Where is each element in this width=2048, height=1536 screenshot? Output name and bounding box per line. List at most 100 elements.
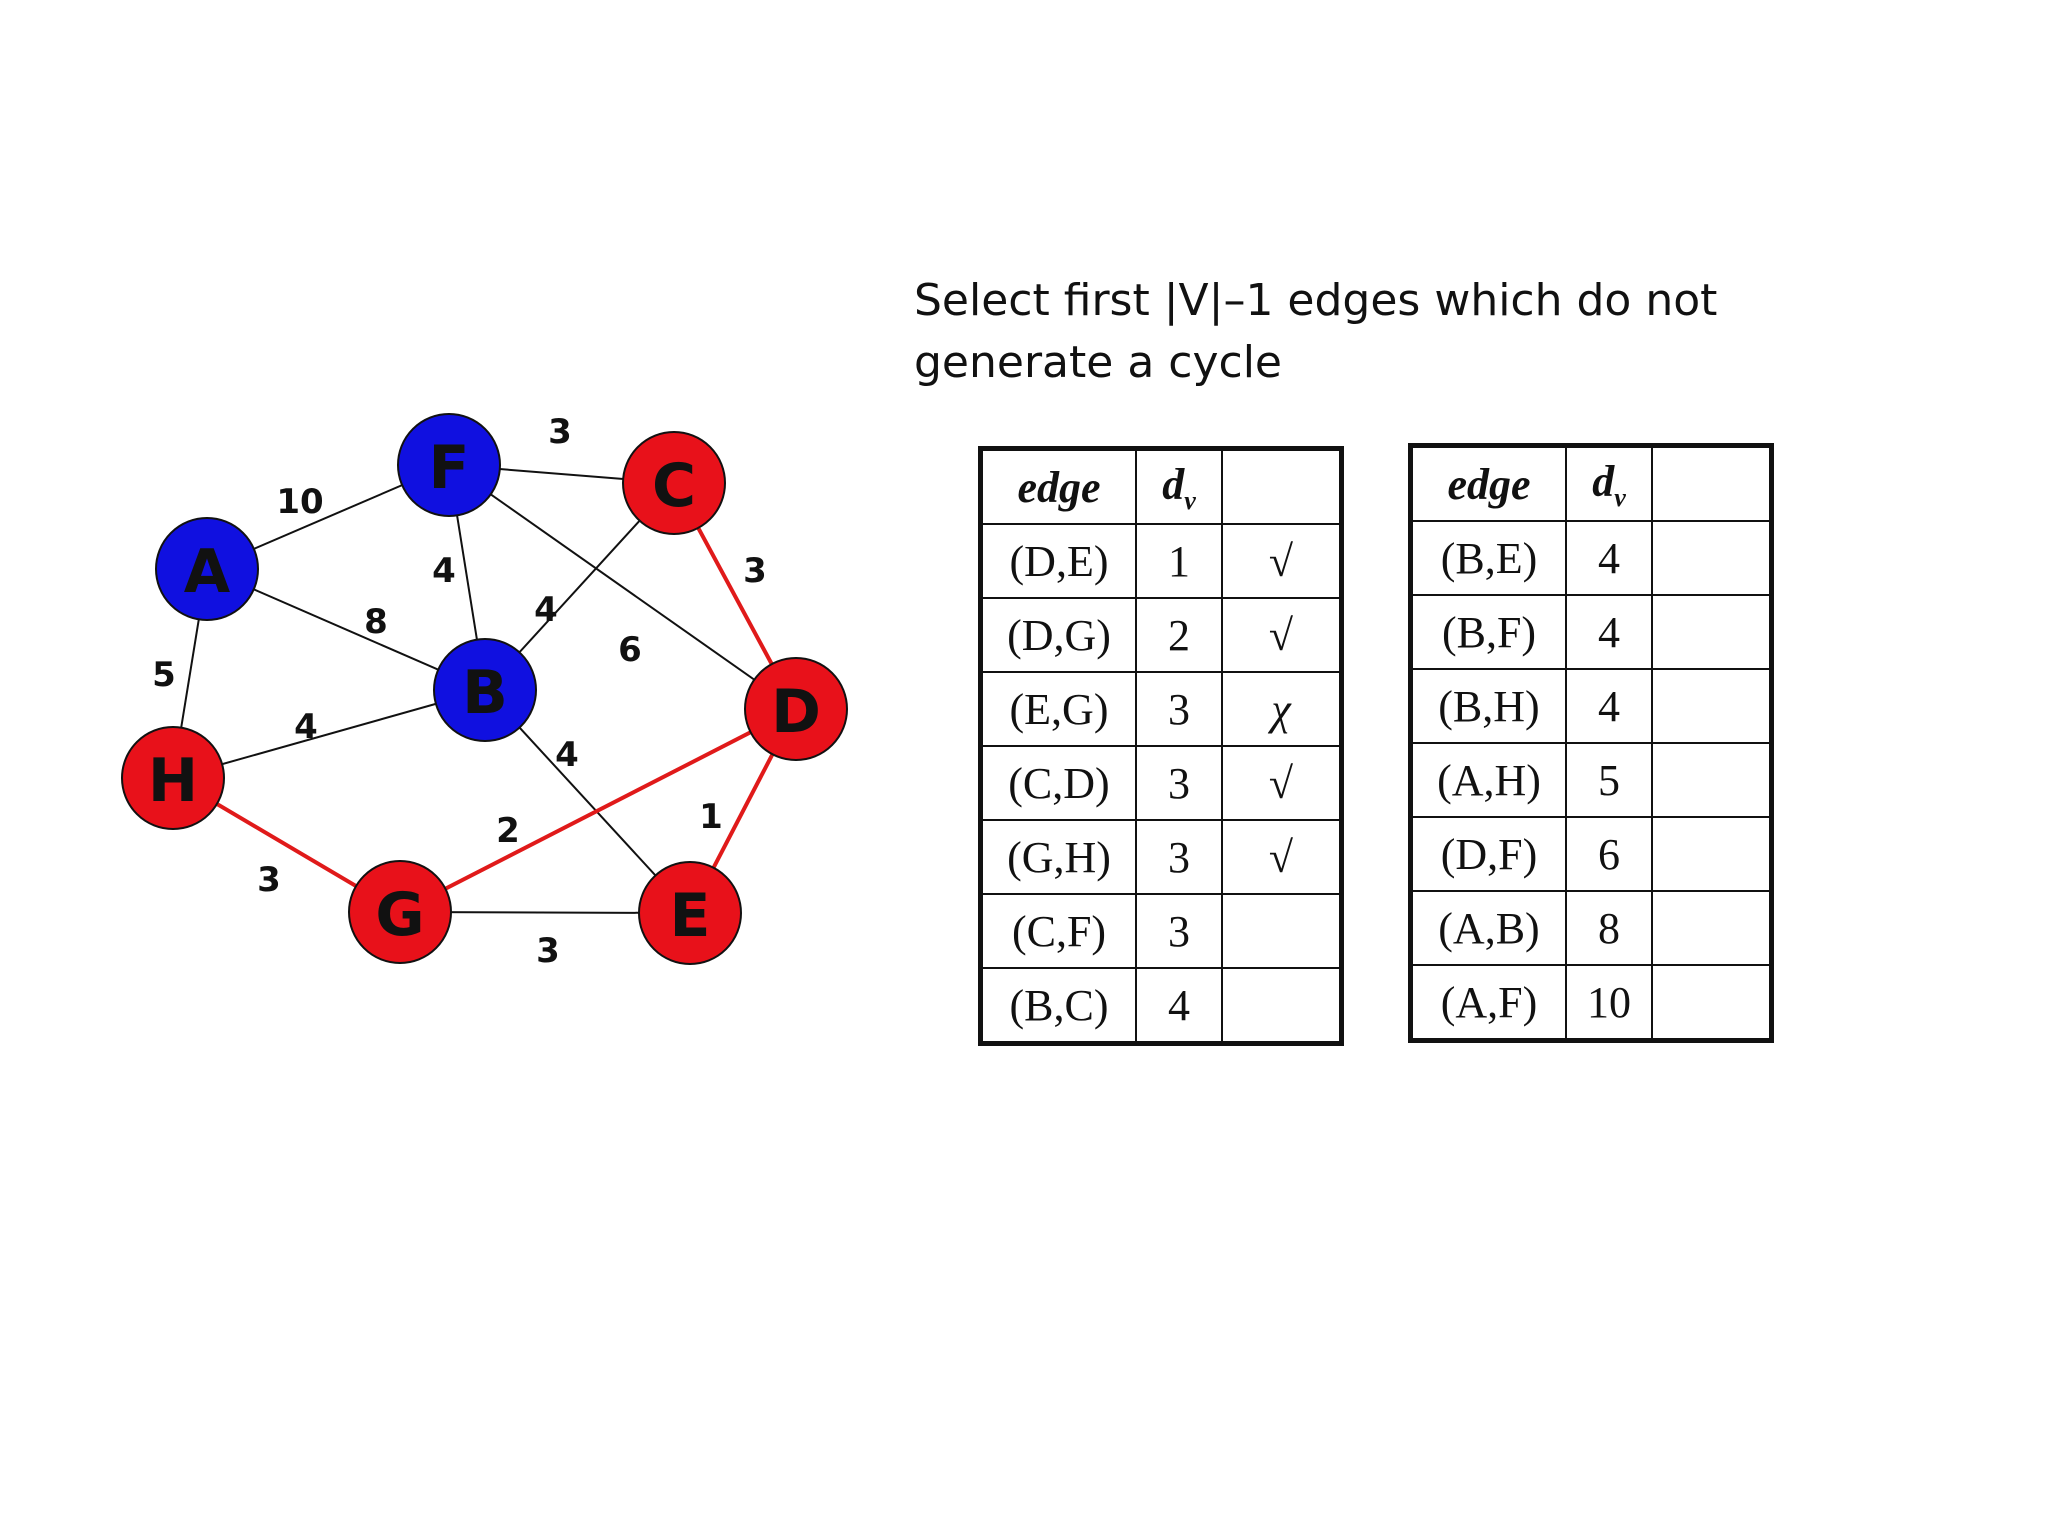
dv-cell: 3 — [1135, 745, 1223, 821]
header-mark — [1651, 444, 1773, 522]
table-row: (A,B)8 — [1409, 890, 1773, 966]
table-row: (B,C)4 — [979, 967, 1343, 1045]
mark-cell — [1651, 964, 1773, 1042]
header-edge: edge — [979, 447, 1137, 525]
node-circle — [397, 413, 501, 517]
heading-line-2: generate a cycle — [914, 337, 1282, 388]
graph-nodes: A F C B D H G E — [121, 413, 848, 965]
mark-cell — [1651, 742, 1773, 818]
edge-cell: (D,F) — [1409, 816, 1567, 892]
node-label: B — [462, 658, 508, 728]
table-row: (A,F)10 — [1409, 964, 1773, 1042]
edge-weight-label: 6 — [618, 630, 642, 670]
dv-cell: 2 — [1135, 597, 1223, 673]
dv-cell: 3 — [1135, 819, 1223, 895]
mark-cell: √ — [1221, 523, 1343, 599]
node-a: A — [155, 517, 259, 621]
edge-cell: (A,H) — [1409, 742, 1567, 818]
edge-cell: (C,D) — [979, 745, 1137, 821]
table-header-row: edge dv — [979, 447, 1343, 525]
dv-cell: 4 — [1135, 967, 1223, 1045]
edge-cell: (B,F) — [1409, 594, 1567, 670]
node-b: B — [433, 638, 537, 742]
node-circle — [348, 860, 452, 964]
header-dv: dv — [1135, 447, 1223, 525]
mark-cell — [1221, 967, 1343, 1045]
edge-cell: (D,E) — [979, 523, 1137, 599]
table-row: (C,F)3 — [979, 893, 1343, 969]
node-circle — [155, 517, 259, 621]
dv-cell: 10 — [1565, 964, 1653, 1042]
dv-cell: 3 — [1135, 671, 1223, 747]
mark-cell — [1651, 816, 1773, 892]
edge-cell: (C,F) — [979, 893, 1137, 969]
mark-cell — [1651, 594, 1773, 670]
edge-cell: (B,E) — [1409, 520, 1567, 596]
header-edge-text: edge — [1447, 459, 1531, 509]
node-d: D — [744, 657, 848, 761]
node-f: F — [397, 413, 501, 517]
header-edge-text: edge — [1017, 462, 1101, 512]
edge-cell: (B,H) — [1409, 668, 1567, 744]
edge-weight-label: 8 — [364, 602, 388, 642]
node-label: E — [670, 881, 711, 951]
mark-cell — [1651, 520, 1773, 596]
header-dv: dv — [1565, 444, 1653, 522]
mark-cell — [1651, 890, 1773, 966]
edge-h-b — [172, 689, 486, 779]
header-mark — [1221, 447, 1343, 525]
node-e: E — [638, 861, 742, 965]
table-row: (B,F)4 — [1409, 594, 1773, 670]
edge-weight-label: 3 — [257, 860, 281, 900]
edge-cell: (A,F) — [1409, 964, 1567, 1042]
edge-cell: (A,B) — [1409, 890, 1567, 966]
edge-weight-label: 1 — [699, 797, 723, 837]
table-row: (A,H)5 — [1409, 742, 1773, 818]
node-g: G — [348, 860, 452, 964]
edge-weight-label: 3 — [536, 931, 560, 971]
node-label: F — [429, 433, 470, 503]
edge-weight-label: 4 — [432, 551, 456, 591]
edge-weight-label: 2 — [496, 811, 520, 851]
edge-table-right: edge dv (B,E)4(B,F)4(B,H)4(A,H)5(D,F)6(A… — [1408, 443, 1774, 1043]
node-circle — [121, 726, 225, 830]
mark-cell — [1651, 668, 1773, 744]
node-circle — [744, 657, 848, 761]
dv-cell: 6 — [1565, 816, 1653, 892]
header-edge: edge — [1409, 444, 1567, 522]
table-row: (D,E)1√ — [979, 523, 1343, 599]
slide-heading: Select first |V|–1 edges which do not ge… — [914, 270, 1814, 394]
edge-cell: (B,C) — [979, 967, 1137, 1045]
table-row: (D,G)2√ — [979, 597, 1343, 673]
node-circle — [433, 638, 537, 742]
node-circle — [638, 861, 742, 965]
table-row: (D,F)6 — [1409, 816, 1773, 892]
node-circle — [622, 431, 726, 535]
edge-cell: (E,G) — [979, 671, 1137, 747]
dv-cell: 4 — [1565, 668, 1653, 744]
dv-cell: 5 — [1565, 742, 1653, 818]
mark-cell: χ — [1221, 671, 1343, 747]
node-label: H — [148, 746, 198, 816]
node-label: D — [771, 677, 821, 747]
node-h: H — [121, 726, 225, 830]
edge-table-right-body: (B,E)4(B,F)4(B,H)4(A,H)5(D,F)6(A,B)8(A,F… — [1409, 520, 1773, 1042]
edge-cell: (G,H) — [979, 819, 1137, 895]
table-row: (B,H)4 — [1409, 668, 1773, 744]
edge-weight-label: 3 — [548, 412, 572, 452]
table-row: (B,E)4 — [1409, 520, 1773, 596]
table-row: (G,H)3√ — [979, 819, 1343, 895]
edge-weight-label: 3 — [743, 551, 767, 591]
table-header-row: edge dv — [1409, 444, 1773, 522]
edge-weight-label: 4 — [534, 590, 558, 630]
mark-cell: √ — [1221, 745, 1343, 821]
mark-cell: √ — [1221, 819, 1343, 895]
node-c: C — [622, 431, 726, 535]
edge-cell: (D,G) — [979, 597, 1137, 673]
dv-cell: 3 — [1135, 893, 1223, 969]
header-dv-main: d — [1162, 459, 1185, 509]
